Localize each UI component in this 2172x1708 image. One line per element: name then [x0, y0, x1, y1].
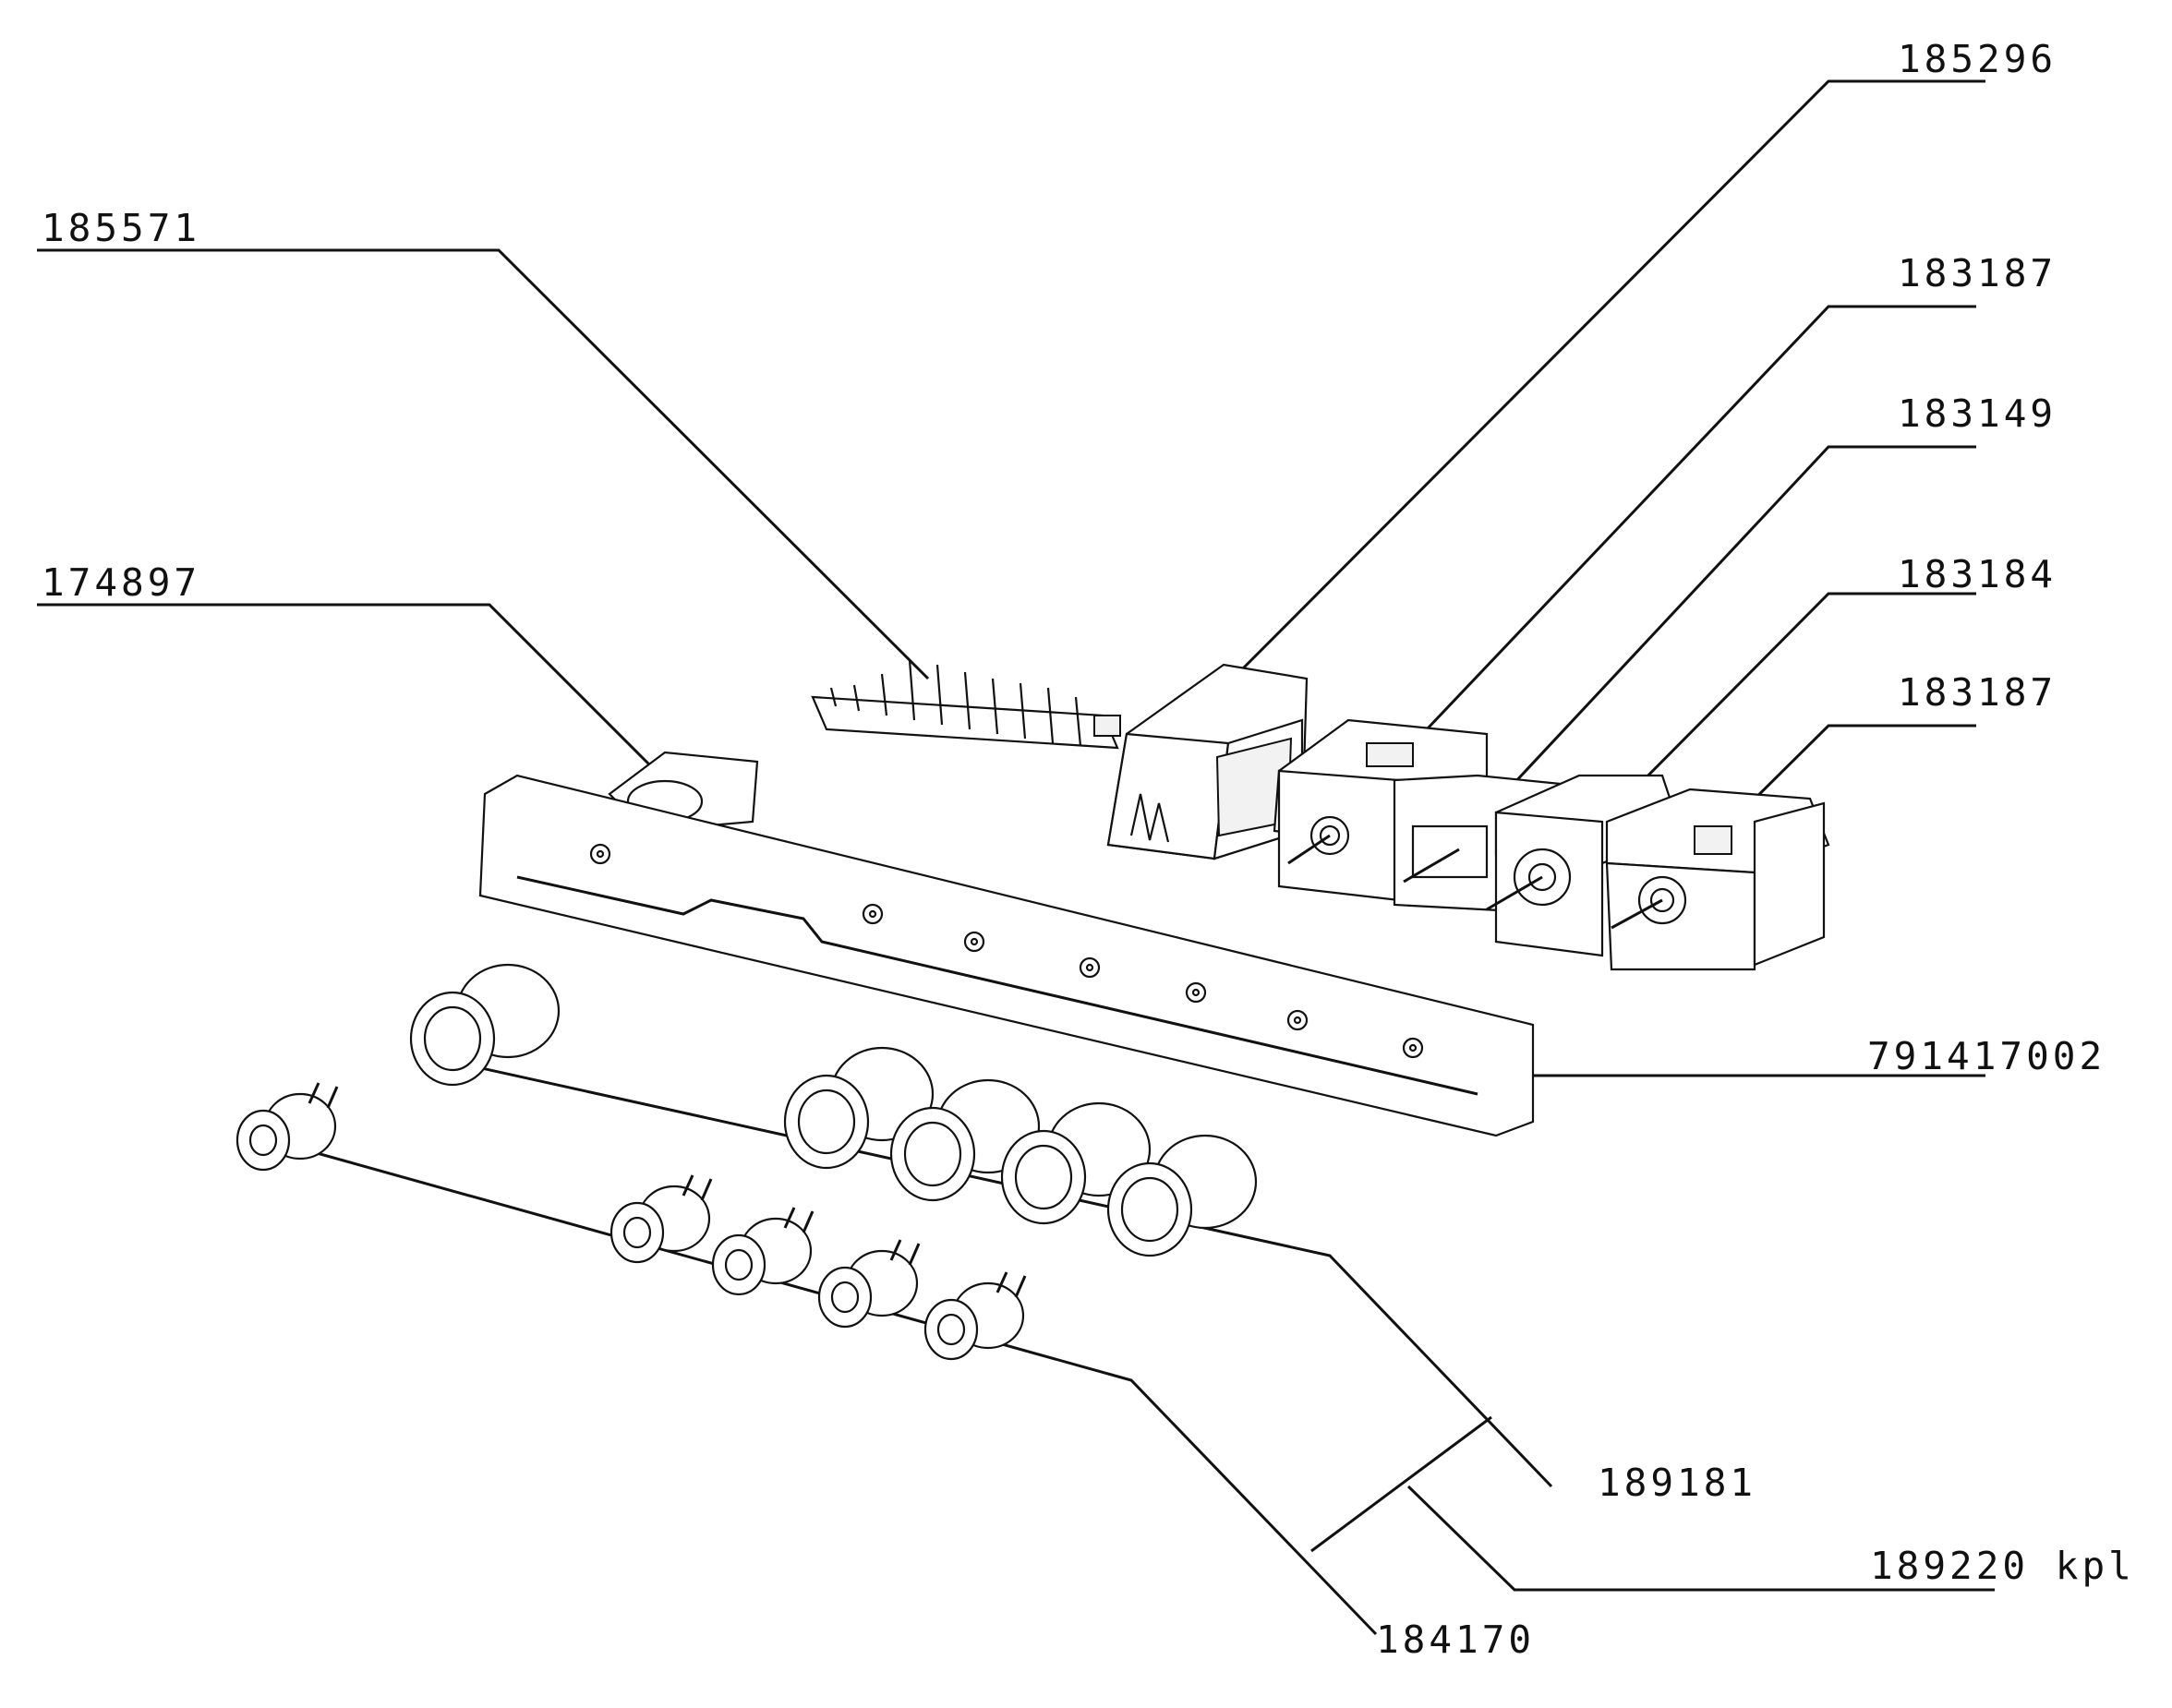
leader-lines [37, 79, 1995, 1636]
label-189220-kpl: 189220 kpl [1870, 1544, 2135, 1588]
block-185296 [1106, 663, 1309, 860]
label-183184: 183184 [1898, 552, 2057, 596]
label-184170: 184170 [1376, 1618, 1535, 1662]
switch-modules [1273, 718, 1830, 971]
label-189181: 189181 [1598, 1461, 1756, 1505]
label-185571: 185571 [42, 206, 200, 250]
part-labels: 185296 185571 183187 183149 174897 18318… [42, 37, 2135, 1662]
panel-791417002 [478, 774, 1535, 1137]
label-183187-top: 183187 [1898, 251, 2057, 295]
lamps-184170 [235, 1082, 1027, 1361]
label-174897: 174897 [42, 560, 200, 605]
label-183187-bottom: 183187 [1898, 670, 2057, 715]
bezels-189181 [409, 963, 1258, 1257]
label-791417002: 791417002 [1867, 1034, 2106, 1078]
label-183149: 183149 [1898, 391, 2057, 436]
terminal-strip-185571 [811, 659, 1121, 750]
label-185296: 185296 [1898, 37, 2057, 81]
